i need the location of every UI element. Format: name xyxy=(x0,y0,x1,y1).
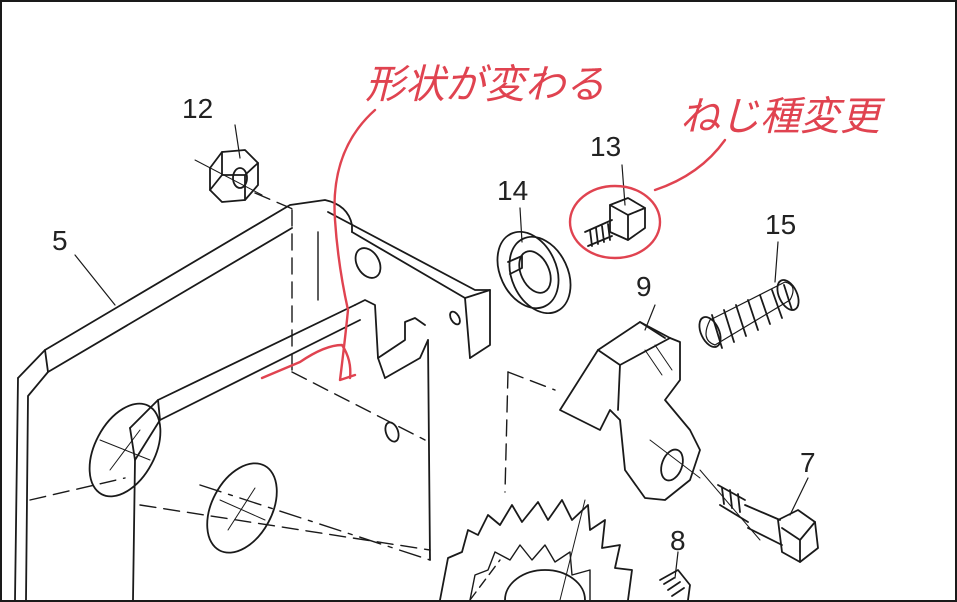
part-label-14: 14 xyxy=(497,175,528,206)
part-label-5: 5 xyxy=(52,225,68,256)
part-12-hex-nut xyxy=(194,149,263,203)
leader-lines xyxy=(74,124,809,579)
part-8-set-screw xyxy=(659,569,691,601)
gear xyxy=(439,499,633,602)
screw-circle xyxy=(568,184,662,260)
red-markup xyxy=(260,108,727,382)
shape-change-leader xyxy=(333,108,377,382)
part-label-8: 8 xyxy=(670,525,686,556)
part-14-washer xyxy=(496,230,572,315)
part-7-shoulder-bolt xyxy=(699,469,819,563)
part-label-9: 9 xyxy=(636,271,652,302)
shape-change-outline xyxy=(260,343,352,380)
part-label-12: 12 xyxy=(182,93,213,124)
part-13-bolt xyxy=(584,197,646,247)
part-15-spring xyxy=(698,279,800,349)
part-label-7: 7 xyxy=(800,447,816,478)
annotation-shape-change: 形状が変わる xyxy=(365,62,605,108)
part-5-bracket xyxy=(14,199,491,601)
part-label-15: 15 xyxy=(765,209,796,240)
part-label-13: 13 xyxy=(590,131,621,162)
annotation-screw-change: ねじ種変更 xyxy=(680,94,886,140)
part-9-lever xyxy=(559,321,701,501)
screw-change-leader xyxy=(653,138,727,192)
assembly-centerlines xyxy=(29,192,556,601)
